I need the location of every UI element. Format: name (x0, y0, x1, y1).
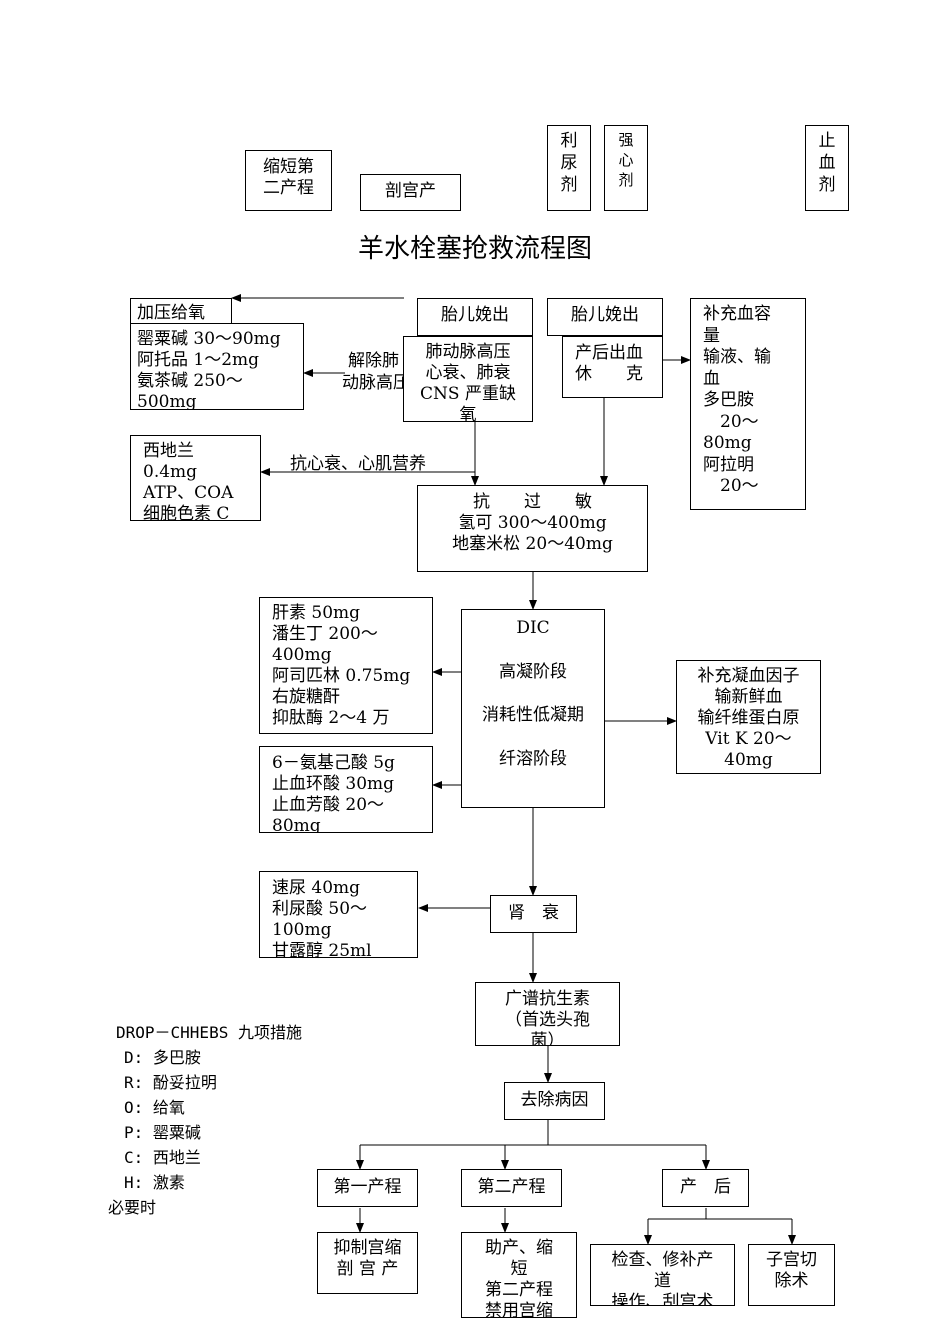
drop-measures: DROP－CHHEBS 九项措施 D: 多巴胺 R: 酚妥拉明 O: 给氧 P:… (108, 1020, 302, 1220)
postpartum-check-box: 检查、修补产 道 操作、刮宫术 (590, 1244, 735, 1306)
hysterectomy-box: 子宫切 除术 (748, 1244, 835, 1306)
drop-item: R: 酚妥拉明 (124, 1073, 217, 1092)
page-title: 羊水栓塞抢救流程图 (357, 234, 592, 264)
second-stage-action-box: 助产、缩 短 第二产程 禁用宫缩 (461, 1232, 577, 1318)
drop-item: D: 多巴胺 (124, 1048, 201, 1067)
postpartum-box: 产 后 (662, 1169, 749, 1207)
drop-item: C: 西地兰 (124, 1148, 201, 1167)
fetus-delivered-right: 胎儿娩出 (547, 298, 663, 336)
papaverine-box: 罂粟碱 30～90mg 阿托品 1～2mg 氨茶碱 250～ 500mg (130, 323, 304, 410)
clotting-factors-box: 补充凝血因子 输新鲜血 输纤维蛋白原 Vit K 20～ 40mg (676, 660, 821, 774)
drop-item: O: 给氧 (124, 1098, 185, 1117)
anti-allergy-box: 抗 过 敏 氢可 300～400mg 地塞米松 20～40mg (417, 485, 648, 572)
hemostatic-box: 止血剂 (805, 125, 849, 211)
remove-cause-box: 去除病因 (504, 1082, 605, 1120)
drop-item: H: 激素 (124, 1173, 185, 1192)
cesarean-box: 剖宫产 (360, 174, 461, 211)
drop-footer: 必要时 (108, 1198, 157, 1217)
dic-stage-consumptive: 消耗性低凝期 (482, 705, 584, 725)
cedilanid-box: 西地兰 0.4mg ATP、COA 细胞色素 C (130, 435, 261, 521)
dic-stage-hypercoagulable: 高凝阶段 (499, 662, 567, 682)
fetus-delivered-left: 胎儿娩出 (417, 298, 533, 336)
second-stage-box: 第二产程 (461, 1169, 562, 1207)
first-stage-box: 第一产程 (317, 1169, 418, 1207)
drop-item: P: 罂粟碱 (124, 1123, 201, 1142)
dic-stage-fibrinolytic: 纤溶阶段 (499, 749, 567, 769)
diuretics-box: 速尿 40mg 利尿酸 50～ 100mg 甘露醇 25ml (259, 871, 418, 958)
cardiotonic-box: 强心剂 (604, 125, 648, 211)
dic-title: DIC (516, 618, 550, 638)
shorten-second-stage-box: 缩短第 二产程 (245, 150, 332, 211)
diuretic-box: 利尿剂 (547, 125, 591, 211)
drop-title: DROP－CHHEBS 九项措施 (116, 1023, 302, 1042)
relieve-label: 解除肺 动脉高压 (342, 351, 410, 393)
renal-failure-box: 肾 衰 (490, 895, 577, 933)
first-stage-action-box: 抑制宫缩 剖 宫 产 (317, 1232, 418, 1294)
antibiotics-box: 广谱抗生素 （首选头孢 菌） (475, 982, 620, 1046)
dic-box: DIC 高凝阶段 消耗性低凝期 纤溶阶段 (461, 609, 605, 808)
pulmonary-hypertension-box: 肺动脉高压 心衰、肺衰 CNS 严重缺 氧 (403, 336, 533, 422)
oxygen-header: 加压给氧 (130, 298, 232, 326)
postpartum-hemorrhage-box: 产后出血 休 克 (562, 336, 663, 398)
antifibrinolytic-box: 6－氨基己酸 5g 止血环酸 30mg 止血芳酸 20～ 80mg (259, 746, 433, 833)
anti-heart-failure-label: 抗心衰、心肌营养 (290, 454, 426, 474)
heparin-box: 肝素 50mg 潘生丁 200～ 400mg 阿司匹林 0.75mg 右旋糖酐 … (259, 597, 433, 734)
blood-volume-box: 补充血容 量 输液、输 血 多巴胺 20～ 80mg 阿拉明 20～ (690, 298, 806, 510)
